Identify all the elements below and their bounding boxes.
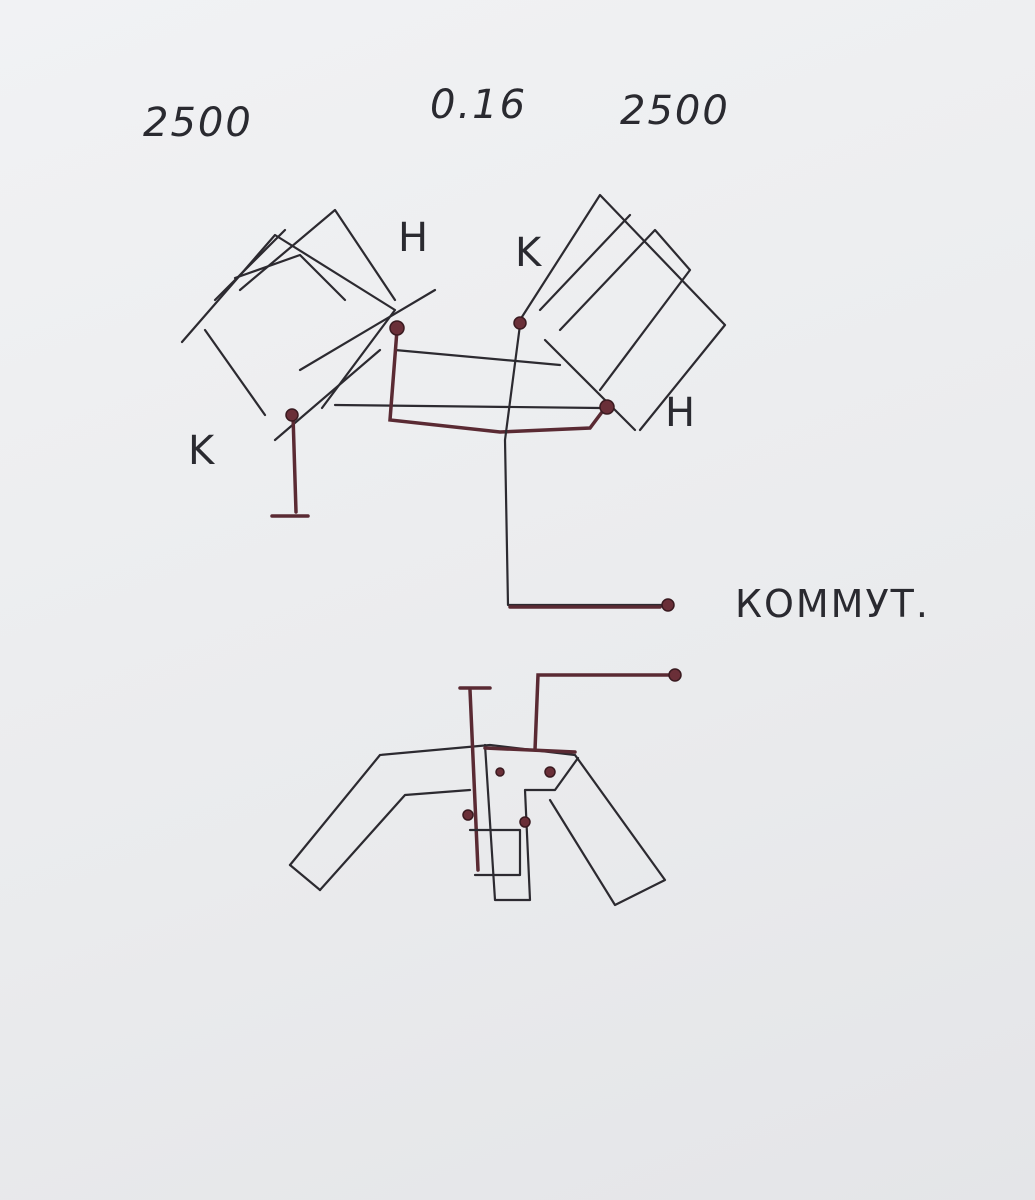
side-view [288, 668, 682, 907]
left-end-terminal [285, 408, 299, 422]
commutator-label: КОММУТ. [735, 582, 930, 626]
right-end-terminal [513, 316, 527, 330]
left-turns-label: 2500 [143, 100, 253, 146]
commutator-terminal [661, 598, 675, 612]
left-coil [180, 208, 437, 442]
right-coil-end-label: K [515, 230, 544, 276]
right-start-terminal [599, 399, 615, 415]
right-turns-label: 2500 [620, 88, 730, 134]
left-coil-start-label: H [398, 215, 431, 261]
left-coil-end-label: K [188, 428, 217, 474]
wire-diameter-label: 0.16 [430, 82, 528, 128]
left-start-terminal [389, 320, 405, 336]
right-coil-start-label: H [665, 390, 698, 436]
right-coil [333, 193, 727, 432]
wiring [270, 316, 675, 612]
